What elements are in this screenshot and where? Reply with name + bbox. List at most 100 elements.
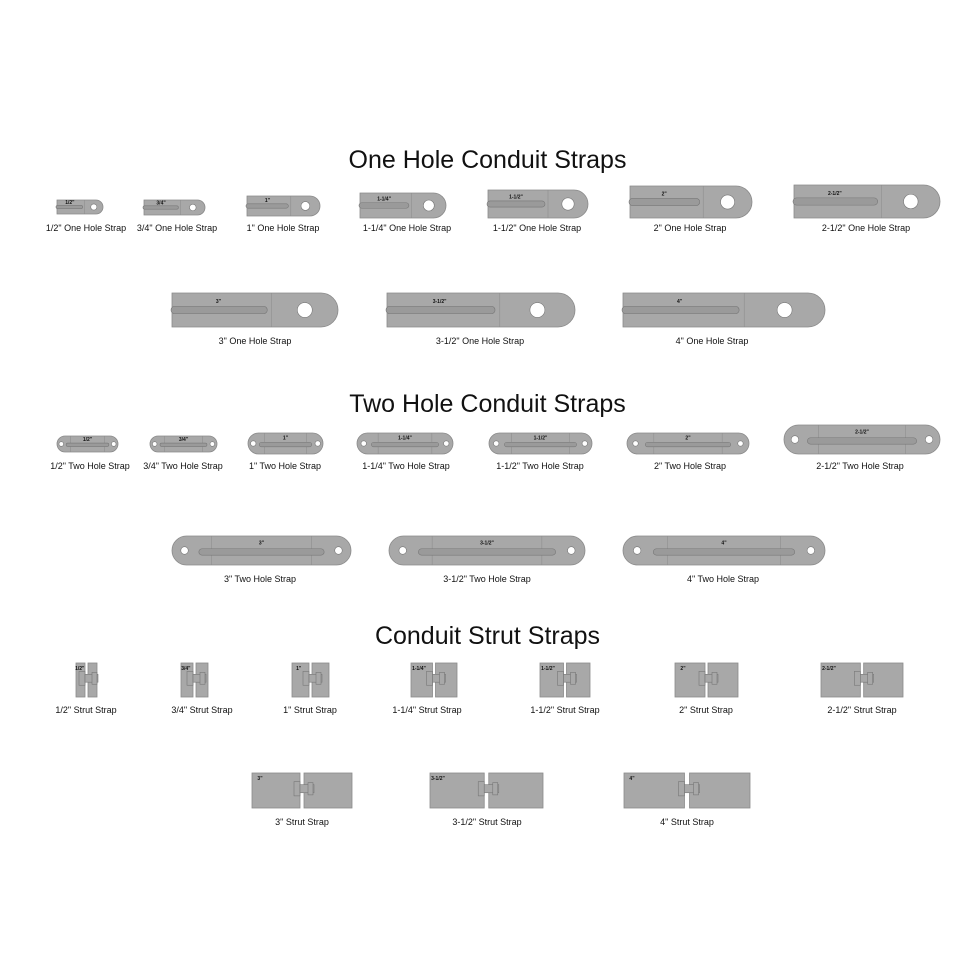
- bolt-head: [678, 781, 685, 797]
- strut-strap: 3-1/2" 3-1/2" Strut Strap: [429, 772, 544, 827]
- size-label: 1-1/2": [534, 435, 548, 441]
- hole: [567, 546, 576, 555]
- nut: [867, 672, 873, 685]
- slot: [644, 441, 731, 448]
- slot: [258, 441, 313, 448]
- size-label: 3-1/2": [431, 776, 445, 782]
- hole: [189, 203, 197, 212]
- slot: [628, 198, 701, 206]
- two-hole-strap: 4"4" Two Hole Strap: [622, 535, 826, 584]
- nut: [199, 672, 206, 685]
- hole: [737, 440, 744, 447]
- strap-label: 3" Two Hole Strap: [224, 574, 296, 584]
- hole: [90, 203, 98, 211]
- one-hole-strap: 3"3" One Hole Strap: [170, 292, 339, 346]
- bolt-thread: [860, 674, 874, 683]
- slot: [486, 200, 546, 208]
- bolt-thread: [299, 784, 315, 794]
- bolt-thread: [84, 674, 99, 683]
- strap-label: 2-1/2" One Hole Strap: [822, 223, 910, 233]
- bolt-thread: [308, 674, 323, 683]
- hole: [720, 194, 735, 210]
- slot: [198, 548, 325, 556]
- hole: [903, 193, 919, 210]
- slot: [142, 205, 179, 210]
- strap-label: 3/4" Strut Strap: [171, 705, 232, 715]
- slot: [170, 305, 268, 315]
- size-label: 1-1/2": [541, 666, 555, 672]
- bolt-head: [302, 671, 310, 686]
- bolt-thread: [192, 674, 207, 683]
- strut-strap: 3"3" Strut Strap: [251, 772, 353, 827]
- strap-label: 3-1/2" Strut Strap: [452, 817, 521, 827]
- bolt-thread: [704, 674, 719, 683]
- hole: [250, 440, 257, 447]
- hole: [209, 441, 215, 447]
- size-label: 1": [296, 666, 302, 672]
- nut: [492, 782, 499, 796]
- bolt-head: [854, 671, 861, 686]
- hole: [633, 546, 642, 555]
- bolt-head: [698, 671, 706, 686]
- size-label: 3-1/2": [480, 541, 494, 547]
- hole: [58, 441, 64, 447]
- nut: [570, 672, 576, 685]
- bolt-thread: [432, 674, 446, 683]
- strap-label: 2-1/2" Two Hole Strap: [816, 461, 904, 471]
- section-title-one-hole: One Hole Conduit Straps: [348, 146, 627, 174]
- strap-label: 1-1/2" Two Hole Strap: [496, 461, 584, 471]
- bolt-head: [293, 781, 301, 797]
- one-hole-strap: 2" 2" One Hole Strap: [628, 185, 753, 233]
- strap-label: 3/4" Two Hole Strap: [143, 461, 223, 471]
- size-label: 3": [216, 299, 222, 305]
- hole: [776, 302, 793, 318]
- size-label: 1/2": [83, 437, 93, 443]
- two-hole-strap: 3/4"3/4" Two Hole Strap: [143, 435, 223, 471]
- hole: [360, 440, 367, 447]
- nut: [693, 782, 699, 796]
- hole: [806, 546, 815, 555]
- nut: [711, 672, 718, 685]
- nut: [315, 672, 322, 685]
- size-label: 1/2": [65, 200, 75, 206]
- section-title-two-hole: Two Hole Conduit Straps: [349, 390, 626, 418]
- size-label: 1/2": [75, 666, 85, 672]
- size-label: 1-1/4": [398, 435, 412, 441]
- size-label: 2": [662, 192, 668, 198]
- nut: [91, 672, 98, 685]
- size-label: 4": [721, 541, 727, 547]
- bolt-thread: [684, 784, 700, 794]
- bolt-head: [186, 671, 194, 686]
- slot: [504, 441, 577, 448]
- strut-strap: 2"2" Strut Strap: [674, 662, 739, 715]
- strap-label: 4" One Hole Strap: [676, 336, 749, 346]
- one-hole-strap: 1"1" One Hole Strap: [245, 195, 321, 233]
- size-label: 3": [257, 776, 263, 782]
- hole: [790, 435, 799, 444]
- slot: [159, 442, 208, 447]
- hole: [561, 197, 575, 211]
- hole: [152, 441, 158, 447]
- two-hole-strap: 2"2" Two Hole Strap: [626, 432, 750, 471]
- size-label: 3-1/2": [433, 299, 447, 305]
- size-label: 3/4": [156, 201, 166, 207]
- nut: [439, 672, 445, 685]
- slot: [385, 305, 496, 315]
- strap-label: 3-1/2" Two Hole Strap: [443, 574, 531, 584]
- strap-label: 2" One Hole Strap: [654, 223, 727, 233]
- slot: [792, 197, 878, 206]
- bolt-head: [477, 781, 485, 797]
- one-hole-strap: 2-1/2"2-1/2" One Hole Strap: [792, 184, 941, 233]
- hole: [314, 440, 321, 447]
- strap-label: 2" Two Hole Strap: [654, 461, 726, 471]
- strap-label: 3-1/2" One Hole Strap: [436, 336, 524, 346]
- size-label: 1-1/4": [412, 666, 426, 672]
- hole: [300, 201, 311, 211]
- strap-label: 1-1/2" One Hole Strap: [493, 223, 581, 233]
- strut-strap: 1"1" Strut Strap: [283, 662, 337, 715]
- bolt-head: [557, 671, 564, 686]
- hole: [581, 440, 588, 447]
- slot: [65, 442, 110, 447]
- strut-clamp-left: [820, 662, 861, 698]
- two-hole-strap: 3"3" Two Hole Strap: [171, 535, 352, 584]
